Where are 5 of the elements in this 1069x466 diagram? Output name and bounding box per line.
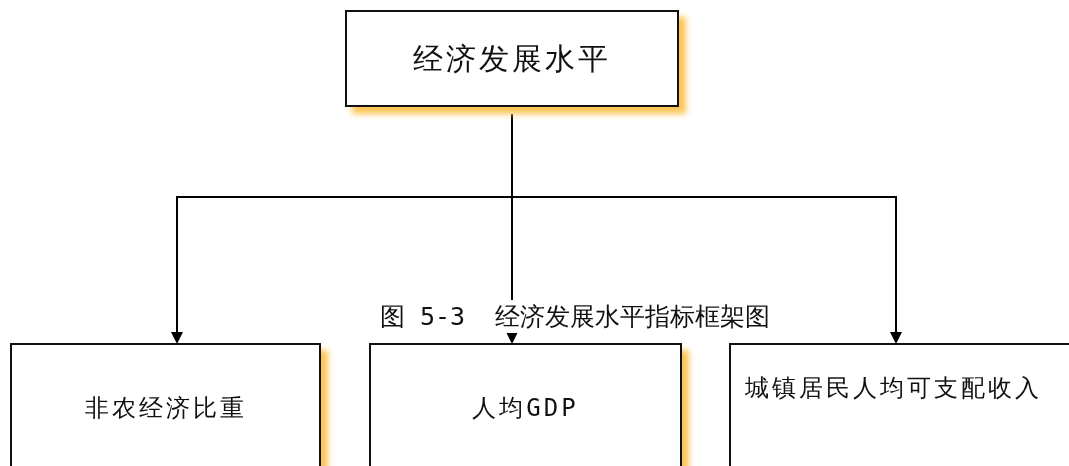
category-box: 经济发展水平 bbox=[345, 10, 679, 107]
indicator-box: 非农经济比重 bbox=[10, 343, 321, 466]
indicator-box: 人均GDP bbox=[369, 343, 682, 466]
arrow bbox=[511, 113, 902, 344]
indicator-box: 城镇居民人均可支配收入 bbox=[729, 343, 1069, 466]
